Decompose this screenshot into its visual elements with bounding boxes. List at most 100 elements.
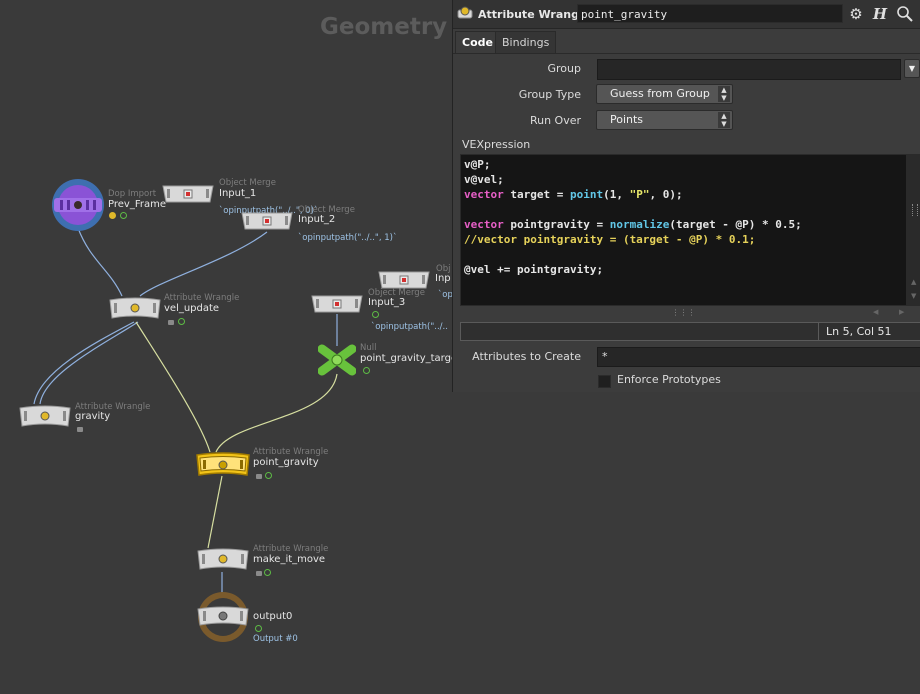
vex-code-text: v@P; v@vel; vector target = point(1, "P"… xyxy=(464,158,802,276)
node-name-label: gravity xyxy=(75,411,111,422)
object-merge-icon xyxy=(241,212,293,230)
node-name-label: vel_update xyxy=(164,303,220,314)
node-name-label: make_it_move xyxy=(253,554,326,565)
attribute-wrangle-icon xyxy=(197,548,249,570)
scroll-left-icon[interactable]: ◀ xyxy=(873,308,879,316)
tab-bindings[interactable]: Bindings xyxy=(495,31,557,53)
vexpression-label: VEXpression xyxy=(462,138,531,151)
run-over-label: Run Over xyxy=(529,114,581,127)
group-type-value: Guess from Group xyxy=(610,87,710,100)
display-flag-icon xyxy=(265,472,272,479)
scroll-down-icon[interactable]: ▼ xyxy=(911,292,917,300)
vex-code-editor[interactable]: v@P; v@vel; vector target = point(1, "P"… xyxy=(460,154,907,306)
run-over-dropdown[interactable]: Points ▲▼ xyxy=(596,110,733,130)
cursor-position: Ln 5, Col 51 xyxy=(826,325,892,338)
node-type-title: Attribute Wrangle xyxy=(478,8,591,21)
node-name-label: Input_1 xyxy=(219,188,257,199)
dop-import-icon xyxy=(52,179,104,231)
group-menu-button[interactable]: ▼ xyxy=(904,59,920,78)
node-input-2[interactable]: Object Merge Input_2 `opinputpath("../..… xyxy=(241,205,411,245)
lock-flag-icon xyxy=(168,320,174,325)
attributes-to-create-field[interactable]: * xyxy=(597,347,920,367)
display-flag-icon xyxy=(178,318,185,325)
enforce-prototypes-checkbox[interactable] xyxy=(598,375,611,388)
run-over-value: Points xyxy=(610,113,644,126)
editor-resize-handle[interactable]: ⋮⋮⋮ xyxy=(671,308,696,317)
code-scrollbar[interactable]: ▲ ▼ xyxy=(907,154,920,306)
node-type-label: Object Merge xyxy=(298,205,355,215)
display-flag-icon xyxy=(264,569,271,576)
parameter-panel: Attribute Wrangle point_gravity ⚙ H Code… xyxy=(452,0,920,392)
help-icon[interactable]: H xyxy=(872,5,888,23)
null-node-icon xyxy=(318,344,356,376)
context-title: Geometry xyxy=(320,14,448,40)
output-node-icon xyxy=(197,592,249,642)
display-flag-icon xyxy=(255,625,262,632)
object-merge-icon xyxy=(311,295,363,313)
scroll-right-icon[interactable]: ▶ xyxy=(899,308,905,316)
lock-flag-icon xyxy=(77,427,83,432)
node-type-label: Attribute Wrangle xyxy=(253,447,329,457)
chevron-updown-icon: ▲▼ xyxy=(718,112,730,128)
node-name-label: point_gravity xyxy=(253,457,319,468)
lock-flag-icon xyxy=(256,474,262,479)
display-flag-icon xyxy=(372,311,379,318)
tab-code[interactable]: Code xyxy=(455,31,500,53)
node-input-1[interactable]: Object Merge Input_1 `opinputpath("../..… xyxy=(162,178,322,218)
node-type-label: Attribute Wrangle xyxy=(75,402,151,412)
wire-pointgravity-makeitmove xyxy=(207,475,223,549)
display-flag-icon xyxy=(363,367,370,374)
node-input-3[interactable]: Object Merge Input_3 `opinputpath("../.. xyxy=(311,288,452,336)
wire-velupdate-gravity-a xyxy=(33,321,135,405)
node-type-label: Attribute Wrangle xyxy=(253,544,329,554)
wire-velupdate-gravity-b xyxy=(39,321,139,405)
node-name-label: Prev_Frame xyxy=(108,199,166,210)
node-param-label: `opinputpath("../..", 1)` xyxy=(298,233,398,243)
wire-prevframe-velupdate xyxy=(77,227,123,297)
scroll-up-icon[interactable]: ▲ xyxy=(911,278,917,286)
node-param-label: Output #0 xyxy=(253,634,298,644)
node-name-label: Inp xyxy=(435,273,451,284)
chevron-updown-icon: ▲▼ xyxy=(718,86,730,102)
group-field[interactable] xyxy=(597,59,901,80)
editor-status-bar: Ln 5, Col 51 xyxy=(460,322,920,341)
node-type-label: Object Merge xyxy=(219,178,276,188)
group-type-label: Group Type xyxy=(518,88,581,101)
node-type-label: Object Merge xyxy=(368,288,425,298)
node-input-obj[interactable]: Obj Inp `op xyxy=(378,264,452,304)
group-type-dropdown[interactable]: Guess from Group ▲▼ xyxy=(596,84,733,104)
enforce-prototypes-label: Enforce Prototypes xyxy=(617,373,721,386)
wire-input2-velupdate xyxy=(139,231,268,297)
panel-header: Attribute Wrangle point_gravity ⚙ H xyxy=(453,0,920,29)
group-label: Group xyxy=(547,62,582,75)
attribute-wrangle-icon xyxy=(19,405,71,427)
node-prev-frame[interactable]: Dop Import Prev_Frame xyxy=(50,178,170,238)
node-name-label: point_gravity_targe xyxy=(360,353,452,364)
object-merge-icon xyxy=(378,271,430,289)
node-make-it-move[interactable]: Attribute Wrangle make_it_move xyxy=(197,543,357,583)
node-vel-update[interactable]: Attribute Wrangle vel_update xyxy=(109,292,259,332)
attributes-to-create-label: Attributes to Create xyxy=(472,350,581,363)
node-name-label: Input_2 xyxy=(298,214,336,225)
attribute-wrangle-icon xyxy=(196,452,250,476)
node-name-field[interactable]: point_gravity xyxy=(577,4,843,23)
warning-flag-icon xyxy=(109,212,116,219)
node-type-label: Obj xyxy=(436,264,451,274)
node-point-gravity[interactable]: Attribute Wrangle point_gravity xyxy=(196,446,356,486)
status-divider xyxy=(818,323,819,340)
node-param-label: `op xyxy=(438,290,452,300)
node-type-label: Attribute Wrangle xyxy=(164,293,240,303)
node-gravity[interactable]: Attribute Wrangle gravity xyxy=(19,401,159,441)
gear-icon[interactable]: ⚙ xyxy=(849,5,863,23)
display-flag-icon xyxy=(120,212,127,219)
node-param-label: `opinputpath("../.. xyxy=(371,322,448,332)
scroll-grip-icon xyxy=(912,204,918,216)
node-output0[interactable]: output0 Output #0 xyxy=(196,591,336,647)
lock-flag-icon xyxy=(256,571,262,576)
search-icon[interactable] xyxy=(896,5,914,23)
node-name-label: output0 xyxy=(253,611,293,622)
node-point-gravity-target[interactable]: Null point_gravity_targe xyxy=(318,343,452,377)
node-type-label: Dop Import xyxy=(108,189,157,199)
